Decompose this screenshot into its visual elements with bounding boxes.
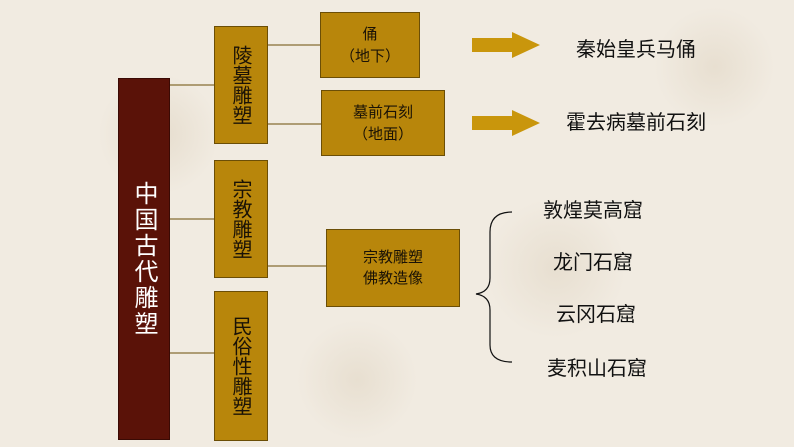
result-huoqubing-tomb: 霍去病墓前石刻 — [566, 110, 706, 134]
sub-stone-line2: （地面） — [352, 125, 413, 143]
grotto-item: 龙门石窟 — [553, 250, 633, 274]
grotto-item: 云冈石窟 — [556, 302, 636, 326]
sub-buddhist-line2: 佛教造像 — [362, 269, 423, 287]
grotto-item: 敦煌莫高窟 — [543, 198, 643, 222]
arrow-right-icon — [472, 32, 540, 58]
sub-buddhist-statues: 宗教雕塑 佛教造像 — [326, 229, 460, 307]
category-folk-label: 民俗性雕塑 — [229, 316, 253, 416]
sub-stone-line1: 墓前石刻 — [352, 103, 413, 121]
category-tomb-sculpture: 陵墓雕塑 — [214, 26, 268, 144]
grotto-item: 麦积山石窟 — [547, 356, 647, 380]
root-label: 中国古代雕塑 — [130, 181, 158, 337]
sub-figurines-line1: 俑 — [362, 25, 378, 43]
arrow-right-icon — [472, 110, 540, 136]
category-religious-sculpture: 宗教雕塑 — [214, 160, 268, 278]
category-folk-sculpture: 民俗性雕塑 — [214, 291, 268, 441]
sub-figurines: 俑 （地下） — [320, 12, 420, 78]
sub-buddhist-line1: 宗教雕塑 — [362, 248, 423, 266]
sub-stone-carving: 墓前石刻 （地面） — [321, 90, 445, 156]
root-node: 中国古代雕塑 — [118, 78, 170, 440]
category-tomb-label: 陵墓雕塑 — [229, 45, 253, 125]
category-religious-label: 宗教雕塑 — [229, 179, 253, 259]
curly-brace-icon — [475, 211, 513, 363]
sub-figurines-line2: （地下） — [339, 47, 400, 65]
result-terracotta-army: 秦始皇兵马俑 — [576, 37, 696, 61]
